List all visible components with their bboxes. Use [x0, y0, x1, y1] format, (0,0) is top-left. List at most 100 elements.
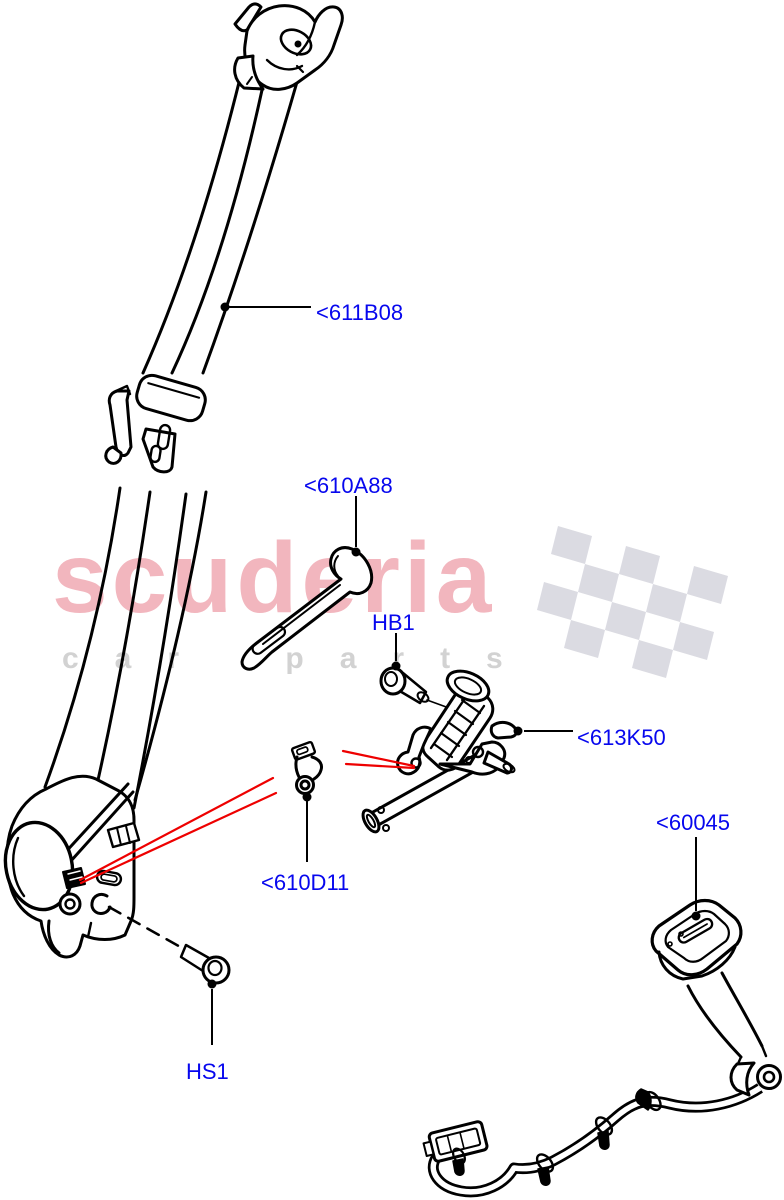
webbing-edge	[141, 60, 246, 375]
checkered-flag-graphic	[537, 526, 728, 678]
latch-slot	[149, 444, 162, 464]
buckle-button	[678, 931, 684, 937]
webbing-edge	[170, 88, 264, 375]
screw-head-socket	[207, 959, 223, 977]
part-label-610D11[interactable]: <610D11	[261, 870, 349, 895]
belt-anchor-d-ring	[233, 2, 344, 91]
anchor-pivot-center	[294, 40, 302, 48]
anchor-flap	[233, 54, 265, 91]
watermark-subtitle-text: car parts	[62, 642, 539, 675]
latch-slot	[156, 423, 172, 451]
bracket-eyelet-bolt	[299, 779, 311, 791]
seat-belt-webbing	[43, 60, 299, 810]
cable-clip-stem	[452, 1158, 465, 1176]
hook-hole	[410, 757, 422, 769]
buckle-slot	[677, 917, 714, 944]
red-callout-line	[79, 791, 278, 885]
leader-dot-610D11	[302, 792, 312, 802]
housing-foot	[47, 919, 61, 955]
anchor-pivot-ring	[279, 28, 313, 56]
red-callout-line	[344, 762, 416, 770]
generator-rung	[460, 698, 482, 715]
connector-latch	[422, 1140, 435, 1158]
part-label-613K50[interactable]: <613K50	[577, 725, 666, 750]
red-callout-line	[78, 776, 275, 882]
guide-outline	[240, 546, 374, 671]
buckle-face	[664, 909, 730, 963]
detail-line	[86, 921, 93, 939]
leader-dot-613K50	[513, 726, 523, 736]
detail-line	[116, 827, 122, 846]
part-label-611B08[interactable]: <611B08	[316, 300, 403, 325]
mechanism-hole	[471, 745, 485, 759]
drum-inner-arc	[12, 836, 26, 898]
mechanism-hole	[465, 756, 473, 764]
spool-belt-line	[68, 790, 135, 864]
belt-retractor	[3, 774, 141, 959]
bracket-arm	[310, 755, 323, 781]
anchor-bracket-610D11	[290, 740, 323, 795]
assembly-dashed-line	[107, 905, 186, 951]
flag-cell	[605, 602, 646, 640]
bolt-head-inner	[384, 671, 398, 687]
generator-rung	[446, 720, 468, 737]
screw-hole	[90, 892, 112, 915]
detail-line	[69, 876, 83, 881]
tube-clip	[382, 824, 390, 832]
buckle-button	[667, 941, 673, 947]
cable-clip-ring	[594, 1116, 614, 1136]
buckle-stalk	[686, 984, 743, 1059]
buckle-slot-line	[682, 923, 708, 939]
pretensioner-cap-inner	[453, 676, 483, 696]
buckle-stalk	[720, 971, 764, 1048]
bolt-axis-line	[426, 699, 450, 709]
bracket-eyelet	[295, 775, 315, 795]
part-label-60045[interactable]: <60045	[656, 810, 730, 835]
cable-clip-stem	[537, 1166, 551, 1186]
cable-clip-ring	[535, 1153, 555, 1173]
leader-dot-HB1	[391, 661, 401, 671]
lever-arm	[489, 720, 518, 740]
flag-cell	[537, 582, 578, 620]
flag-cell	[687, 566, 728, 604]
part-label-610A88[interactable]: <610A88	[304, 473, 393, 498]
anchor-pivot-ring	[756, 1064, 782, 1090]
detail-line	[67, 870, 81, 875]
detail-line	[147, 382, 201, 399]
part-label-HB1[interactable]: HB1	[372, 610, 415, 635]
part-labels: <611B08 <610A88 HB1 <613K50 <610D11 <600…	[186, 300, 730, 1084]
washer-hole	[64, 898, 76, 910]
webbing-edge	[201, 80, 299, 375]
webbing-edge	[132, 492, 188, 810]
buckle-head-side	[657, 945, 737, 981]
outlet-pipe-end	[502, 762, 516, 774]
generator-rung	[432, 742, 454, 759]
detail-line	[246, 76, 253, 85]
flag-cell	[646, 584, 687, 622]
anchor-fixing-point	[62, 867, 86, 889]
connector-pin	[459, 1131, 465, 1150]
anchor-bolt-stub	[233, 2, 263, 33]
tube-clip	[377, 806, 385, 814]
part-label-HS1[interactable]: HS1	[186, 1059, 229, 1084]
bracket-tab-slot	[296, 746, 309, 756]
generator-rail	[429, 692, 470, 750]
webbing-edge	[96, 490, 152, 782]
leader-dot-610A88	[351, 547, 361, 557]
buckle-assembly-60045	[422, 898, 782, 1198]
detail-line	[760, 1044, 768, 1058]
leader-dot-60045	[691, 911, 701, 921]
generator-rung	[439, 731, 461, 748]
generator-rail	[445, 704, 486, 762]
pretensioner-613K50	[361, 669, 518, 834]
generator-rung	[453, 709, 475, 726]
leader-dot-611B08	[220, 302, 230, 312]
detail-line	[295, 20, 317, 57]
leader-dot-HS1	[207, 979, 217, 989]
red-reference-lines	[78, 749, 416, 885]
housing-slot-inner	[100, 873, 118, 883]
cable-clip-stem	[597, 1130, 610, 1150]
detail-line	[262, 584, 341, 645]
